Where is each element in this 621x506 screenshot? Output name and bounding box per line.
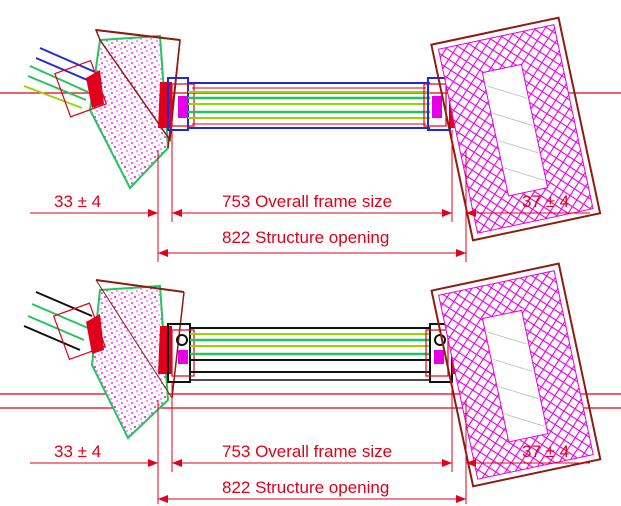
left-tolerance-label: 33 ± 4: [54, 442, 101, 461]
right-wall: [430, 262, 602, 488]
frame-size-dimension: 753 Overall frame size: [171, 382, 453, 472]
frame-size-dimension: 753 Overall frame size: [171, 130, 453, 222]
right-tolerance-dimension: 37 ± 4: [465, 150, 590, 262]
left-frame-profile: [158, 77, 195, 131]
right-wall: [430, 16, 602, 242]
section-top: 33 ± 4 753 Overall frame size 37 ± 4 822…: [0, 16, 621, 262]
left-tolerance-dimension: 33 ± 4: [30, 400, 159, 504]
section-bottom: 33 ± 4 753 Overall frame size 37 ± 4 822…: [0, 262, 621, 504]
structure-opening-dimension: 822 Structure opening: [158, 228, 466, 257]
left-adjacent-glazing: [23, 47, 108, 118]
structure-opening-label: 822 Structure opening: [222, 478, 389, 497]
frame-size-label: 753 Overall frame size: [222, 192, 392, 211]
left-tolerance-label: 33 ± 4: [54, 192, 101, 211]
structure-opening-label: 822 Structure opening: [222, 228, 389, 247]
main-glazing-unit: [190, 327, 430, 381]
right-tolerance-dimension: 37 ± 4: [465, 400, 590, 504]
right-tolerance-label: 37 ± 4: [522, 192, 569, 211]
left-frame-profile: [158, 323, 195, 383]
main-glazing-unit: [188, 82, 430, 129]
left-tolerance-dimension: 33 ± 4: [30, 150, 159, 262]
frame-size-label: 753 Overall frame size: [222, 442, 392, 461]
left-adjacent-glazing: [23, 291, 106, 361]
structure-opening-dimension: 822 Structure opening: [158, 478, 466, 503]
right-tolerance-label: 37 ± 4: [522, 442, 569, 461]
